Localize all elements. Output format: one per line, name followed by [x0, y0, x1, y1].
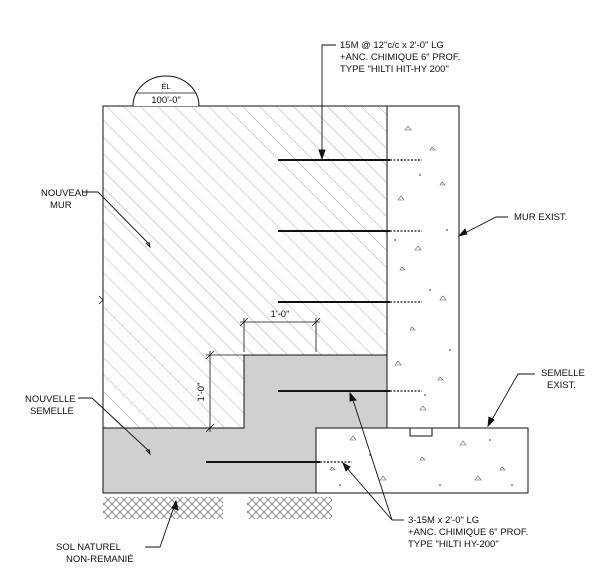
- label-natural-soil-line1: SOL NATUREL: [56, 542, 121, 553]
- existing-wall: [386, 105, 460, 429]
- concrete-stipple: [329, 125, 506, 481]
- note-bottom-anchor-line1: 3-15M x 2'-0" LG: [408, 515, 479, 526]
- break-mark: [98, 295, 104, 305]
- label-existing-footing-line2: EXIST.: [547, 380, 576, 391]
- existing-footing: [315, 427, 529, 494]
- label-new-wall-line1: NOUVEAU: [41, 188, 88, 199]
- note-bottom-anchor-line2: +ANC. CHIMIQUE 6" PROF.: [408, 527, 528, 538]
- note-top-anchor-line1: 15M @ 12"c/c x 2'-0" LG: [340, 40, 444, 51]
- elevation-value: 100'-0": [151, 95, 180, 106]
- leader-natural-soil: [145, 499, 179, 548]
- label-new-wall-line2: MUR: [50, 200, 72, 211]
- dimension-horizontal-label: 1'-0": [271, 309, 290, 320]
- dowel-bars: [206, 159, 422, 463]
- leader-bottom-anchor: [342, 391, 404, 521]
- note-bottom-anchor-line3: TYPE "HILTI HY-200": [408, 539, 499, 550]
- label-natural-soil-line2: NON-REMANIÉ: [66, 554, 134, 565]
- label-existing-footing-line1: SEMELLE: [541, 368, 585, 379]
- soil-hatch-right: [247, 497, 332, 519]
- elevation-label: ÉL: [161, 82, 170, 91]
- leader-existing-footing: [487, 373, 535, 428]
- leader-new-wall: [82, 191, 151, 249]
- leader-top-anchor: [318, 44, 336, 161]
- note-top-anchor-line3: TYPE "HILTI HIT-HY 200": [340, 64, 449, 75]
- dimension-vertical: [205, 350, 244, 433]
- concrete-dots: [339, 159, 513, 486]
- label-new-footing-line2: SEMELLE: [30, 406, 74, 417]
- leader-existing-wall: [457, 216, 508, 237]
- dimension-horizontal: [239, 317, 321, 352]
- label-existing-wall: MUR EXIST.: [514, 212, 567, 223]
- leader-new-footing: [78, 397, 151, 456]
- label-new-footing-line1: NOUVELLE: [25, 394, 76, 405]
- dimension-vertical-label: 1'-0": [196, 383, 207, 402]
- elevation-marker: ÉL 100'-0": [132, 75, 200, 107]
- soil-hatch-left: [103, 497, 223, 519]
- note-top-anchor-line2: +ANC. CHIMIQUE 6" PROF.: [340, 52, 460, 63]
